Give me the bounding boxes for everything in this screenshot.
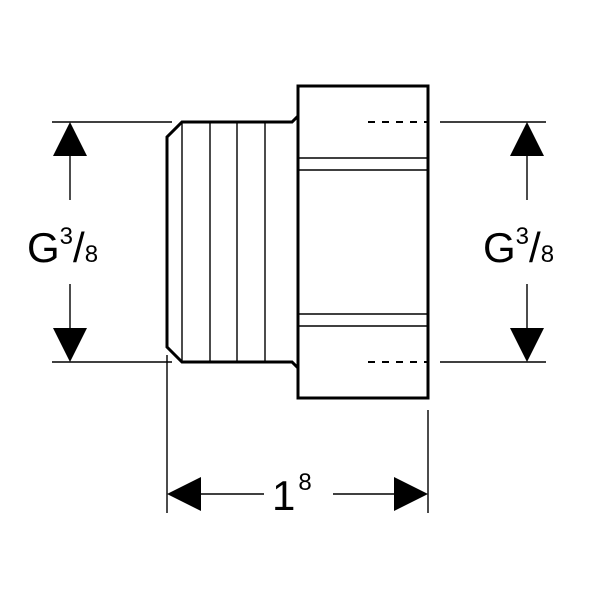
arrowhead-up (510, 122, 544, 156)
arrowhead-up (53, 122, 87, 156)
arrowhead-left (167, 477, 201, 511)
arrowhead-down (510, 328, 544, 362)
arrowhead-right (394, 477, 428, 511)
arrowhead-down (53, 328, 87, 362)
right-dimension-label: G3/8 (483, 223, 554, 271)
left-dimension-label: G3/8 (27, 223, 98, 271)
